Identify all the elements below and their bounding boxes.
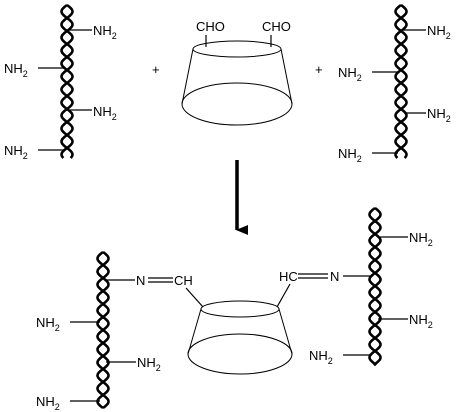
linker-bond	[276, 283, 291, 308]
amine-label: NH2	[427, 106, 451, 124]
amine-label: NH2	[4, 143, 28, 161]
imine-nitrogen-label: N	[136, 273, 145, 288]
imine-carbon-label: CH	[174, 273, 193, 288]
amine-label: NH2	[427, 23, 451, 41]
imine-carbon-label: HC	[279, 269, 298, 284]
polymer-chain-top-right: NH2 NH2 NH2 NH2	[338, 3, 451, 164]
amine-label: NH2	[338, 146, 362, 164]
cyclodextrin-dialdehyde: CHO CHO	[181, 19, 293, 126]
helix-strand-b	[394, 3, 408, 159]
cyclodextrin-product	[187, 300, 293, 375]
amine-label: NH2	[409, 312, 433, 330]
helix-strand-b	[96, 250, 110, 410]
amine-label: NH2	[137, 355, 161, 373]
cone-side	[187, 308, 202, 355]
cone-bottom-rim	[181, 82, 293, 126]
helix-strand	[368, 206, 382, 367]
aldehyde-label: CHO	[196, 19, 225, 34]
amine-label: NH2	[4, 61, 28, 79]
plus-sign: +	[152, 62, 160, 77]
amine-label: NH2	[409, 230, 433, 248]
helix-strand	[96, 250, 110, 410]
helix-strand	[394, 3, 408, 159]
amine-label: NH2	[338, 65, 362, 83]
polymer-chain-top-left: NH2 NH2 NH2 NH2	[4, 3, 117, 161]
cone-side	[181, 48, 194, 105]
cone-top-rim	[200, 300, 280, 318]
linker-bond	[185, 287, 204, 308]
helix-strand-b	[368, 206, 382, 367]
plus-sign: +	[315, 62, 323, 77]
helix-strand-b	[60, 3, 74, 159]
aldehyde-label: CHO	[262, 19, 291, 34]
amine-label: NH2	[309, 348, 333, 366]
cone-bottom-rim	[187, 333, 293, 375]
polymer-chain-bottom-left: N CH NH2 NH2 NH2	[36, 250, 204, 412]
cone-side	[280, 48, 293, 105]
imine-nitrogen-label: N	[330, 269, 339, 284]
amine-label: NH2	[36, 394, 60, 412]
amine-label: NH2	[93, 23, 117, 41]
polymer-chain-bottom-right: N HC NH2 NH2 NH2	[276, 206, 433, 367]
amine-label: NH2	[93, 104, 117, 122]
helix-strand	[60, 3, 74, 159]
cone-side	[278, 308, 293, 355]
amine-label: NH2	[36, 315, 60, 333]
